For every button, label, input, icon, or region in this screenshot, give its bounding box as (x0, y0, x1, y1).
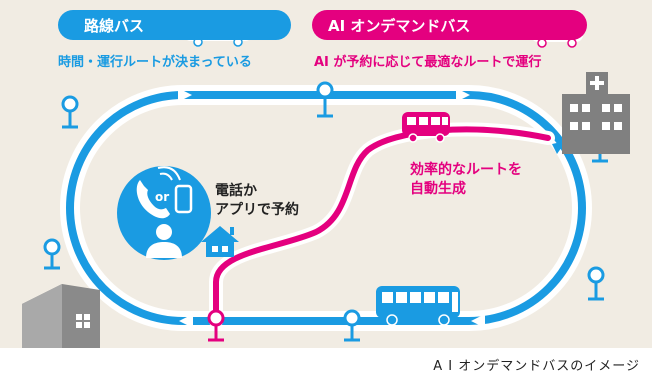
route-arrow (179, 314, 193, 328)
ai-bus-stop-icon (207, 309, 225, 342)
ai-bus-icon (402, 112, 450, 143)
hospital-icon (562, 72, 630, 154)
smartphone-icon (174, 184, 193, 214)
house-icon (201, 226, 239, 257)
bus-stop-icon (343, 309, 361, 342)
route-arrow (456, 88, 470, 102)
ai-bus-title: AI オンデマンドバス (328, 16, 471, 35)
route-arrow (471, 314, 485, 328)
bus-stop-icon (587, 266, 605, 301)
route-arrow (178, 88, 192, 102)
ai-route-label-line1: 効率的なルートを (410, 162, 522, 178)
phone-icon (136, 166, 181, 219)
fixed-route-title: 路線バス (84, 16, 145, 35)
route-diagram (22, 10, 630, 348)
figure-caption: A I オンデマンドバスのイメージ (433, 359, 640, 374)
fixed-route-bus-icon (376, 286, 460, 326)
ai-bus-legend-pill: AI オンデマンドバス (312, 10, 587, 40)
ai-bus-description: AI が予約に応じて最適なルートで運行 (314, 55, 542, 70)
reservation-text-line2: アプリで予約 (215, 202, 299, 218)
person-icon (146, 224, 182, 258)
ai-route-label-line2: 自動生成 (410, 181, 466, 197)
fixed-route-description: 時間・運行ルートが決まっている (58, 55, 252, 70)
reservation-text-line1: 電話か (215, 183, 257, 199)
fixed-route-legend-pill: 路線バス (58, 10, 291, 40)
bus-stop-icon (61, 95, 79, 129)
diagram-canvas: 路線バス AI オンデマンドバス 時間・運行ルートが決まっている AI が予約に… (0, 0, 652, 348)
bus-stop-icon (43, 238, 61, 270)
bus-stop-icon (316, 81, 334, 118)
or-label: or (155, 190, 170, 204)
apartment-building-icon (22, 284, 100, 348)
